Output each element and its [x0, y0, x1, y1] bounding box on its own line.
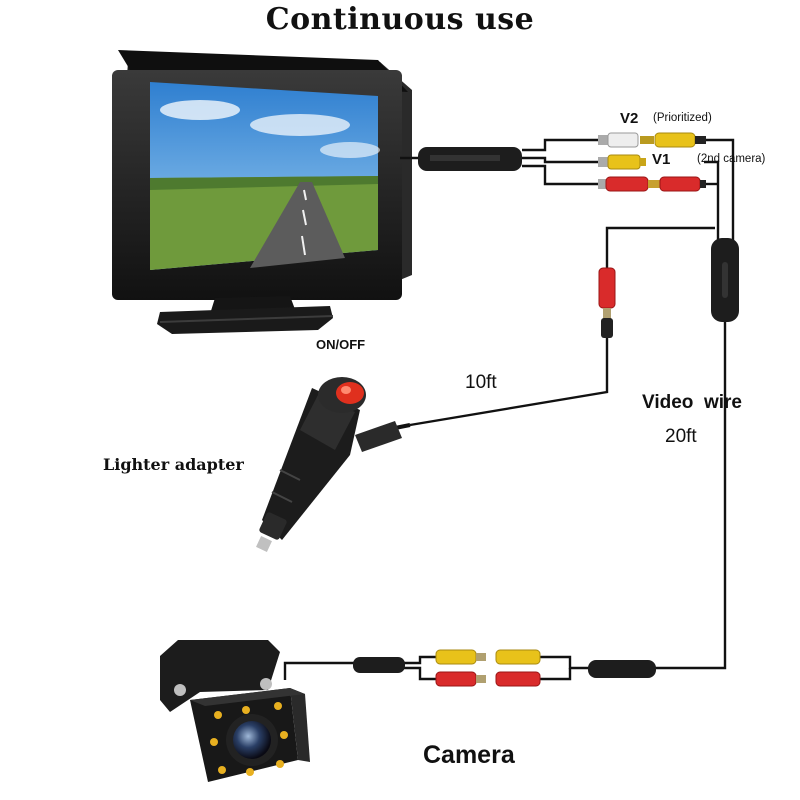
video-length-label: 20ft: [665, 426, 697, 447]
diagram-title: Continuous use: [265, 2, 535, 37]
video-wire-connector: [588, 660, 656, 678]
v2-note: (Prioritized): [653, 112, 712, 124]
monitor-icon: [112, 50, 412, 334]
v2-label: V2: [620, 110, 639, 127]
camera-cable-box: [353, 657, 405, 673]
backup-camera-icon: [160, 640, 310, 782]
cables: [283, 138, 735, 681]
camera-rca-connectors: [435, 649, 541, 687]
monitor-screen: [150, 82, 380, 270]
cable-splitter-video: [711, 238, 739, 322]
rca-connector-icon: [598, 132, 706, 192]
power-plug-icon: [598, 267, 616, 338]
v1-note: (2nd camera): [697, 153, 766, 165]
on-off-label: ON/OFF: [316, 337, 366, 352]
power-length-label: 10ft: [465, 372, 497, 393]
cigarette-lighter-plug-icon: [256, 377, 411, 552]
video-wire-label: Video wire: [642, 392, 742, 413]
cable-splitter-monitor: [418, 147, 522, 171]
v1-label: V1: [652, 151, 671, 168]
lighter-adapter-label: Lighter adapter: [103, 455, 244, 474]
camera-label: Camera: [423, 741, 515, 769]
